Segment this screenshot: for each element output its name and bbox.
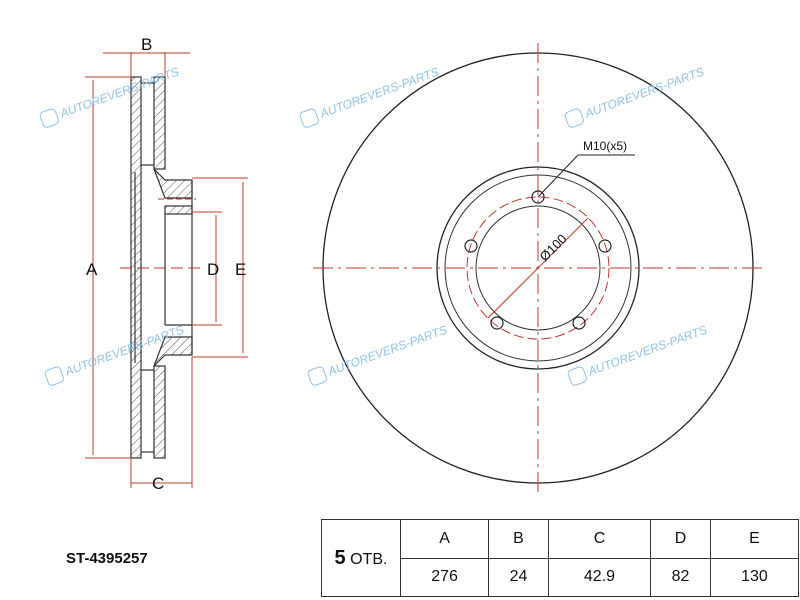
dim-label-a: A xyxy=(86,260,98,279)
holes-cell: 5 ОТВ. xyxy=(321,519,401,597)
value-c: 42.9 xyxy=(547,557,652,597)
dimensions-table: 5 ОТВ. A B C D E 276 24 42.9 82 130 xyxy=(321,519,800,597)
part-number: ST-4395257 xyxy=(66,550,148,567)
dim-label-c: C xyxy=(152,474,164,493)
value-e: 130 xyxy=(709,557,800,597)
header-a: A xyxy=(399,519,490,559)
dim-label-b: B xyxy=(141,35,152,54)
svg-text:AUTOREVERS-PARTS: AUTOREVERS-PARTS xyxy=(585,323,709,379)
header-c: C xyxy=(547,519,652,559)
dimension-lines-side xyxy=(85,52,248,488)
bolt-label: M10(x5) xyxy=(583,139,627,153)
header-b: B xyxy=(488,519,549,559)
bolt-hole xyxy=(490,316,504,330)
holes-count: 5 xyxy=(334,546,346,569)
disc-section-view xyxy=(130,76,193,459)
value-d: 82 xyxy=(650,557,711,597)
header-d: D xyxy=(650,519,711,559)
holes-label: ОТВ. xyxy=(350,550,388,568)
bolt-hole xyxy=(531,190,545,204)
disc-front-view xyxy=(313,43,765,495)
bolt-hole xyxy=(464,239,478,253)
header-e: E xyxy=(709,519,800,559)
bolt-hole xyxy=(572,316,586,330)
dim-label-d: D xyxy=(207,260,219,279)
bolt-hole xyxy=(598,239,612,253)
dim-label-e: E xyxy=(235,260,246,279)
pcd-label: Ø100 xyxy=(537,231,570,264)
bolt-holes xyxy=(464,190,612,330)
value-b: 24 xyxy=(488,557,549,597)
value-a: 276 xyxy=(399,557,490,597)
svg-text:AUTOREVERS-PARTS: AUTOREVERS-PARTS xyxy=(325,323,449,379)
svg-text:AUTOREVERS-PARTS: AUTOREVERS-PARTS xyxy=(317,65,441,121)
